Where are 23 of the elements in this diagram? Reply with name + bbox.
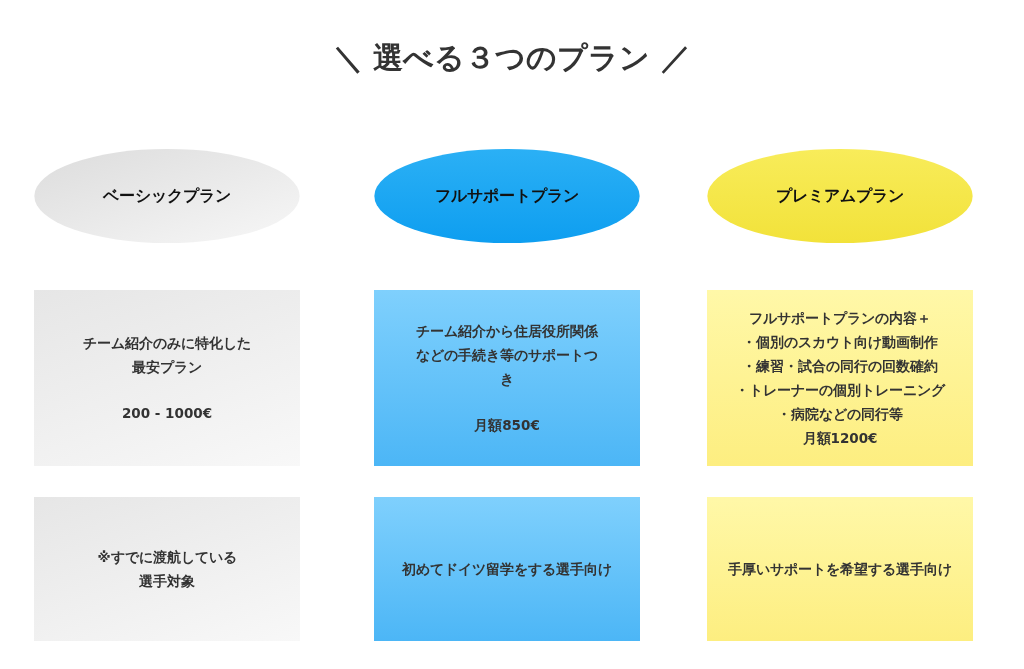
price-text: 月額850€ [474, 416, 540, 435]
plan-card [34, 290, 300, 466]
card-text: ・練習・試合の同行の回数確約 [742, 357, 938, 376]
plan-name: フルサポートプラン [435, 185, 579, 207]
card-text: チーム紹介のみに特化した最安プラン [82, 334, 252, 377]
price-text: 200 - 1000€ [121, 404, 213, 423]
plan-card [34, 497, 300, 641]
plan-name: プレミアムプラン [776, 185, 904, 207]
card-text: 月額1200€ [802, 429, 878, 448]
card-text: 手厚いサポートを希望する選手向け [728, 560, 952, 579]
card-text: 初めてドイツ留学をする選手向け [402, 560, 612, 579]
title-heading: ＼ 選べる３つのプラン ／ [332, 39, 692, 77]
plan-name: ベーシックプラン [103, 185, 231, 207]
card-text: ・個別のスカウト向け動画制作 [742, 333, 938, 352]
plan-card [374, 290, 640, 466]
plan-card [374, 497, 640, 641]
card-text: チーム紹介から住居役所関係などの手続き等のサポートつき [415, 322, 599, 389]
plan-card [707, 497, 973, 641]
card-text: フルサポートプランの内容＋ [749, 309, 931, 328]
card-text: ・病院などの同行等 [777, 405, 903, 424]
card-text: ・トレーナーの個別トレーニング [735, 381, 945, 400]
plan-card [707, 290, 973, 466]
card-text: ※すでに渡航している選手対象 [96, 548, 238, 591]
